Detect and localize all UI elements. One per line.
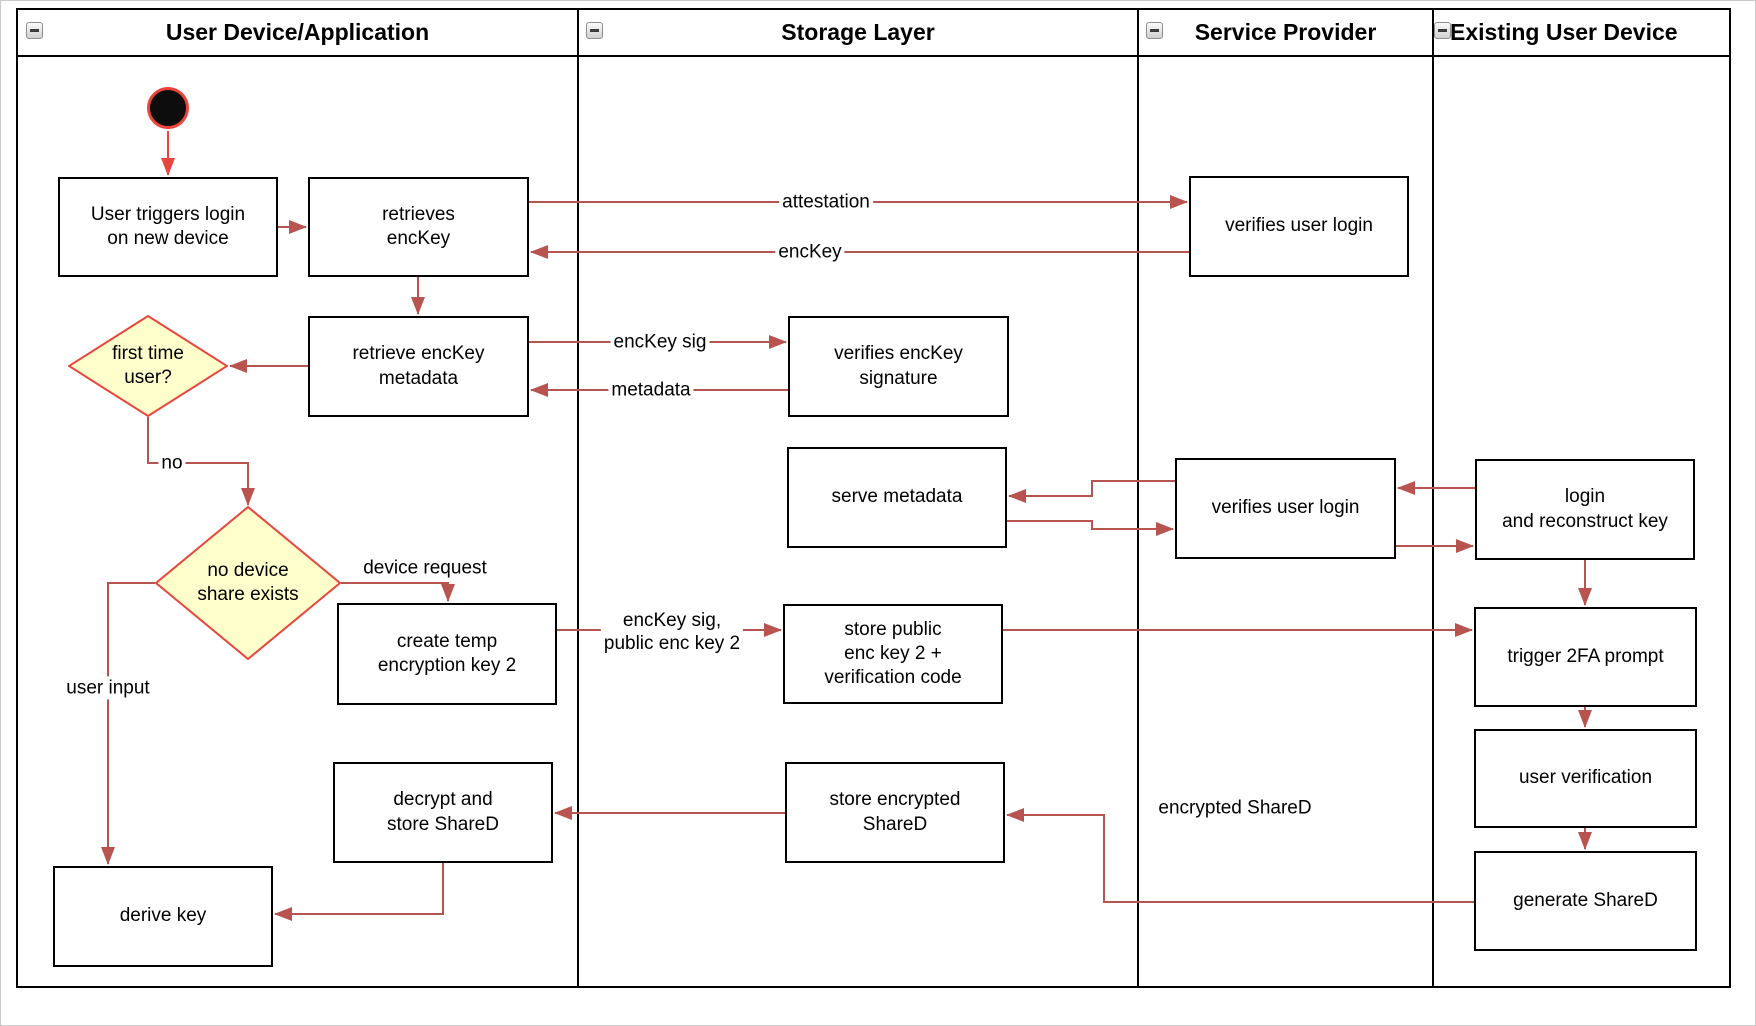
node-store-encrypted-shared[interactable]: store encrypted ShareD [785, 762, 1005, 863]
edge-label-attestation[interactable]: attestation [779, 190, 873, 214]
collapse-icon[interactable] [1146, 22, 1163, 39]
node-derive-key[interactable]: derive key [53, 866, 273, 967]
decision-first-time-user[interactable]: first time user? [68, 315, 228, 417]
edge-label-enckey[interactable]: encKey [775, 240, 845, 264]
collapse-icon[interactable] [26, 22, 43, 39]
edge-label-enckey-sig-public[interactable]: encKey sig, public enc key 2 [600, 608, 744, 656]
decision-label: first time user? [112, 342, 184, 388]
edge-decrypt-to-derive [274, 863, 444, 921]
node-verifies-enckey-signature[interactable]: verifies encKey signature [788, 316, 1009, 417]
node-store-public-enc-key[interactable]: store public enc key 2 + verification co… [783, 604, 1003, 704]
edge-user-input [101, 582, 155, 865]
edge-label-no[interactable]: no [158, 451, 186, 475]
edge-generate-to-store-encrypted [1006, 808, 1474, 903]
edge-label-encrypted-shared[interactable]: encrypted ShareD [1155, 796, 1315, 820]
edge-serve-metadata-to-verifies2 [1005, 520, 1174, 536]
lane-title: Existing User Device [1450, 19, 1678, 45]
edge-label-user-input[interactable]: user input [63, 676, 153, 700]
lane-header-storage-layer[interactable]: Storage Layer [579, 10, 1137, 55]
lane-divider-2 [1137, 8, 1139, 988]
edge-verifies2-to-serve-metadata [1008, 480, 1175, 503]
node-verifies-user-login-1[interactable]: verifies user login [1189, 176, 1409, 277]
edge-no-branch [147, 417, 255, 506]
node-user-triggers-login[interactable]: User triggers login on new device [58, 177, 278, 277]
lane-title: User Device/Application [165, 19, 430, 45]
lane-divider-3 [1432, 8, 1434, 988]
node-login-and-reconstruct-key[interactable]: login and reconstruct key [1475, 459, 1695, 560]
node-retrieves-enckey[interactable]: retrieves encKey [308, 177, 529, 277]
decision-no-device-share[interactable]: no device share exists [155, 506, 341, 660]
lane-header-divider [16, 55, 1731, 57]
lane-divider-1 [577, 8, 579, 988]
start-node[interactable] [147, 87, 189, 129]
diagram-frame [16, 8, 1731, 988]
lane-title: Service Provider [1194, 19, 1377, 45]
node-verifies-user-login-2[interactable]: verifies user login [1175, 458, 1396, 559]
collapse-icon[interactable] [586, 22, 603, 39]
edge-label-metadata[interactable]: metadata [608, 378, 694, 402]
node-retrieve-enckey-metadata[interactable]: retrieve encKey metadata [308, 316, 529, 417]
decision-label: no device share exists [197, 559, 299, 605]
edge-label-enckey-sig[interactable]: encKey sig [610, 330, 710, 354]
edge-label-device-request[interactable]: device request [360, 556, 490, 580]
lane-header-service-provider[interactable]: Service Provider [1139, 10, 1432, 55]
node-generate-shared[interactable]: generate ShareD [1474, 851, 1697, 951]
node-trigger-2fa-prompt[interactable]: trigger 2FA prompt [1474, 607, 1697, 707]
node-user-verification[interactable]: user verification [1474, 729, 1697, 828]
lane-header-user-device[interactable]: User Device/Application [18, 10, 577, 55]
lane-header-existing-user-device[interactable]: Existing User Device [1450, 10, 1729, 55]
edge-device-request [341, 582, 455, 602]
node-decrypt-and-store-shared[interactable]: decrypt and store ShareD [333, 762, 553, 863]
node-serve-metadata[interactable]: serve metadata [787, 447, 1007, 548]
collapse-icon[interactable] [1434, 22, 1451, 39]
lane-title: Storage Layer [781, 19, 935, 45]
node-create-temp-encryption-key[interactable]: create temp encryption key 2 [337, 603, 557, 705]
